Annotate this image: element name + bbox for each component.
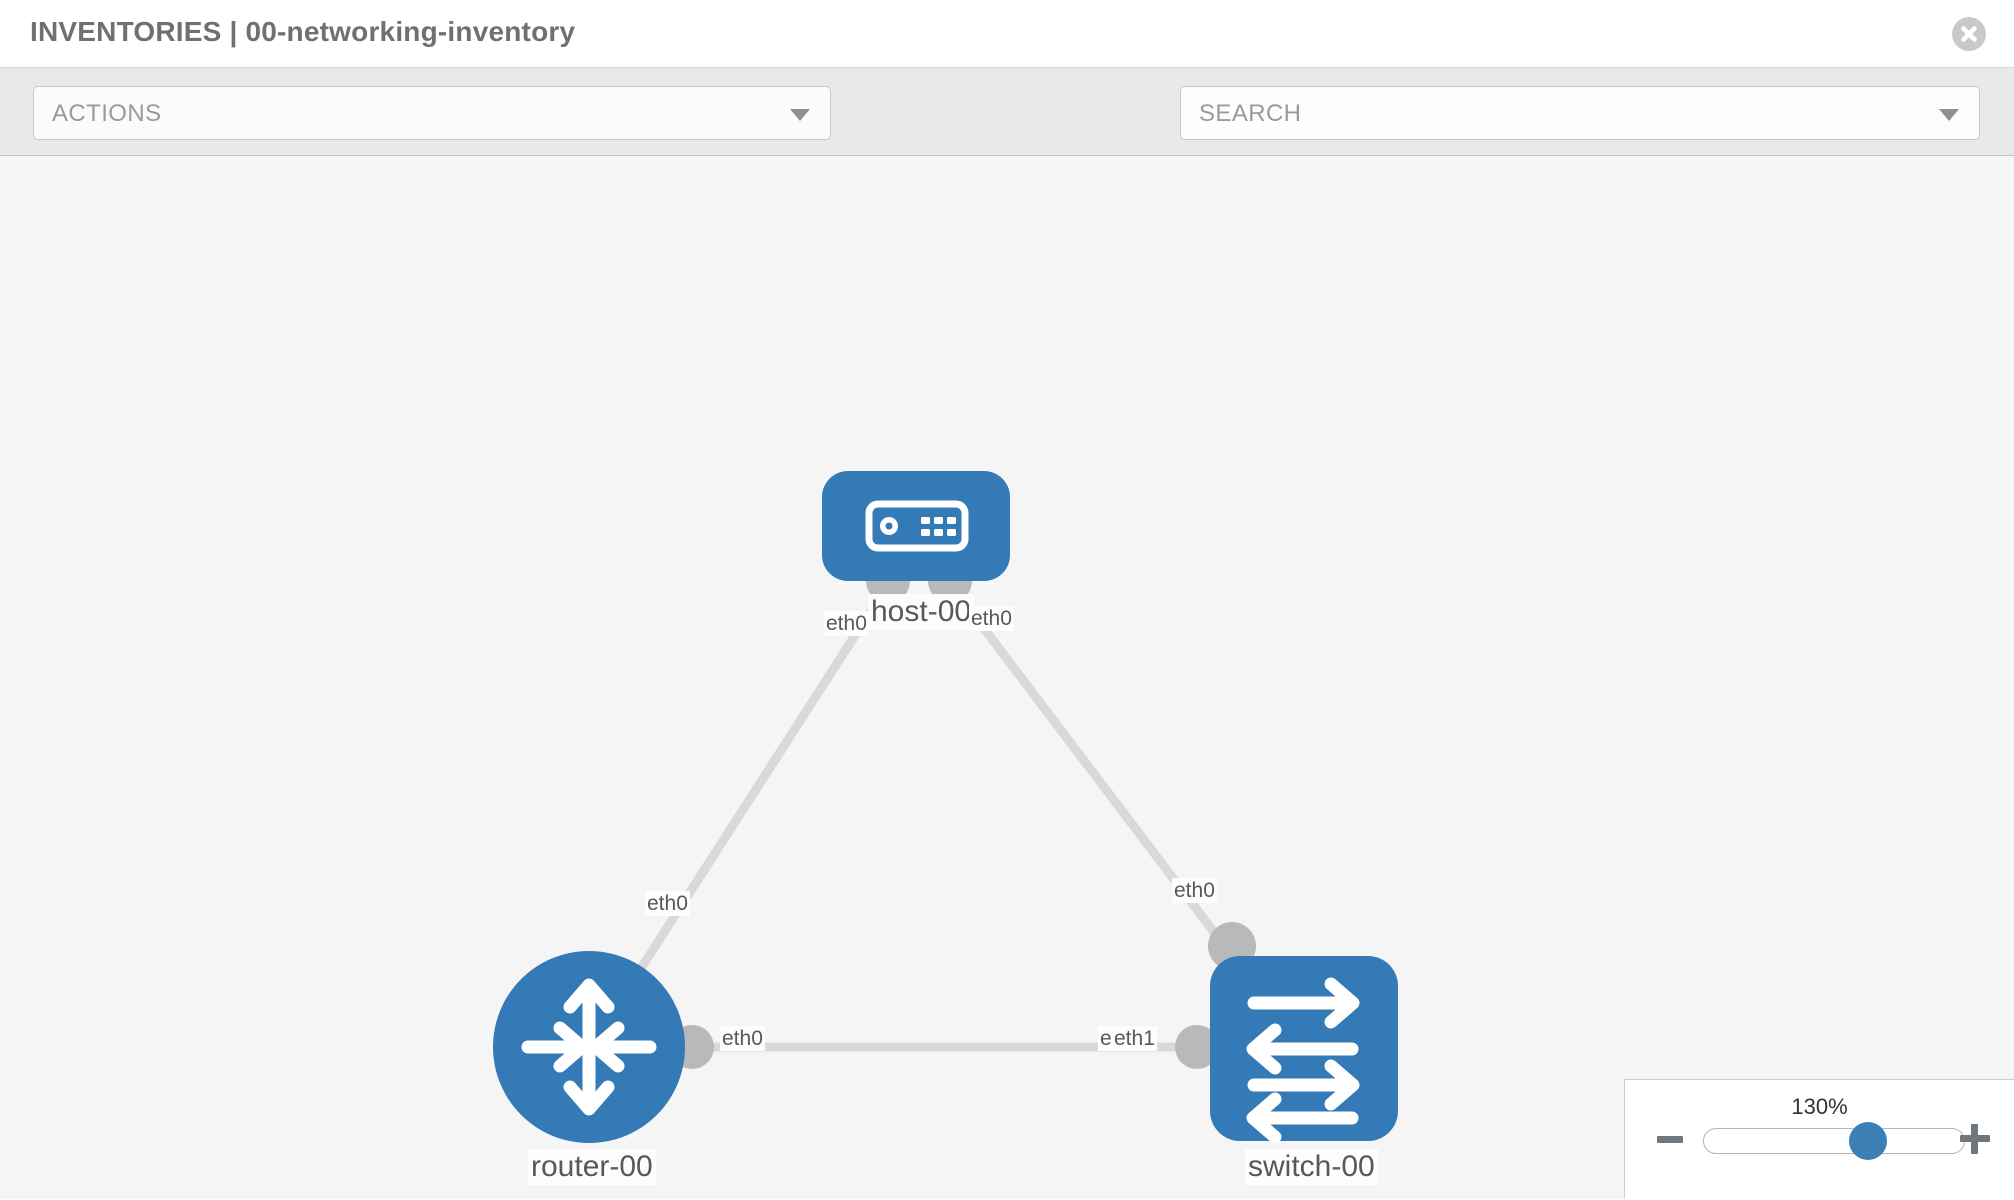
topology-graph	[493, 471, 1398, 1144]
toolbar: ACTIONS SEARCH	[0, 68, 2014, 198]
router-arrows-icon	[521, 978, 657, 1116]
search-input[interactable]: SEARCH	[1180, 86, 1980, 140]
node-router-00	[493, 951, 685, 1143]
page-title: INVENTORIES | 00-networking-inventory	[30, 16, 576, 47]
node-host-00	[822, 471, 1010, 581]
search-placeholder: SEARCH	[1199, 100, 1302, 127]
zoom-slider[interactable]	[1703, 1122, 1965, 1160]
node-label-switch: switch-00	[1245, 1149, 1378, 1185]
page-header: INVENTORIES | 00-networking-inventory	[0, 0, 2014, 68]
edge-label-host-right-port: eth0	[969, 606, 1014, 631]
edge-label-switch-top-port: eth0	[1172, 878, 1217, 903]
zoom-level-value: 130%	[1791, 1094, 1848, 1119]
chevron-down-icon	[1939, 109, 1959, 121]
edge-label-router-right-port: eth0	[720, 1026, 765, 1051]
edge-label-switch-left-port: eth1	[1112, 1026, 1157, 1051]
node-label-host: host-00	[868, 594, 975, 630]
zoom-in-button[interactable]	[1960, 1124, 1990, 1154]
edge-label-host-left-port: eth0	[824, 611, 869, 636]
zoom-slider-handle[interactable]	[1848, 1122, 1887, 1160]
port-layer	[670, 559, 1256, 1069]
topology-canvas[interactable]: eth0 host-00 eth0 eth0 eth0 router-00 et…	[0, 156, 2014, 1199]
port-switch-left	[1175, 1025, 1219, 1069]
close-icon[interactable]	[1952, 17, 1986, 51]
zoom-control-panel: 130%	[1624, 1079, 2014, 1199]
edge-host-router	[616, 578, 894, 1004]
actions-dropdown-label: ACTIONS	[52, 100, 162, 127]
edge-label-router-top-port: eth0	[645, 891, 690, 916]
server-icon	[865, 500, 969, 552]
actions-dropdown[interactable]: ACTIONS	[33, 86, 831, 140]
node-switch-00	[1210, 956, 1398, 1144]
switch-arrows-icon	[1246, 977, 1360, 1144]
edge-layer	[616, 578, 1236, 1052]
node-label-router: router-00	[528, 1149, 656, 1185]
chevron-down-icon	[790, 109, 810, 121]
zoom-out-button[interactable]	[1657, 1136, 1683, 1143]
